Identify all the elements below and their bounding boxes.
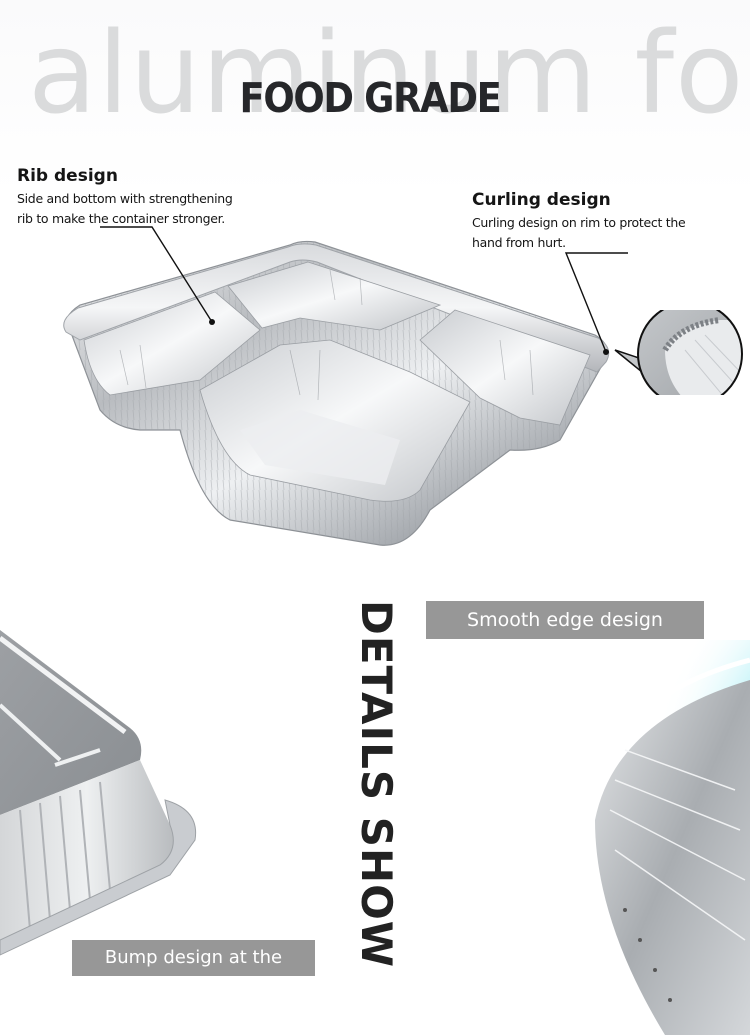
foil-tray-image: [63, 240, 610, 546]
page-title: FOOD GRADE: [239, 74, 501, 122]
bump-bottom-photo: [0, 630, 197, 956]
callout-line: hand from hurt.: [472, 235, 566, 250]
smooth-edge-photo: [575, 640, 750, 1035]
tag-smooth-edge: Smooth edge design: [426, 601, 704, 639]
background-watermark-text: aluminum foil: [28, 9, 750, 139]
tag-bump-bottom: Bump design at the bottom: [72, 940, 315, 1004]
rim-closeup-bubble: [614, 310, 743, 395]
callout-rib-design: Rib design Side and bottom with strength…: [17, 166, 233, 229]
callout-title: Curling design: [472, 190, 611, 210]
vertical-title-text: DETAILS SHOW: [352, 600, 401, 969]
callout-curling-design: Curling design Curling design on rim to …: [472, 190, 686, 253]
callout-line: Side and bottom with strengthening: [17, 191, 233, 206]
callout-line: Curling design on rim to protect the: [472, 215, 686, 230]
callout-title: Rib design: [17, 166, 118, 186]
callout-leader-lines: [100, 226, 628, 355]
details-show-vertical-title: DETAILS SHOW: [352, 600, 401, 968]
callout-line: rib to make the container stronger.: [17, 211, 225, 226]
